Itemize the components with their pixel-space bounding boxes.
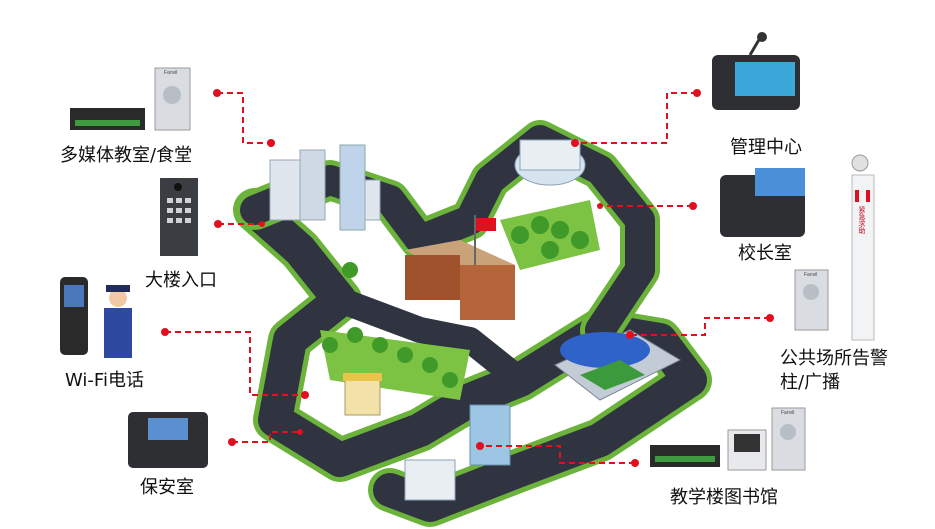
teaching-buildings bbox=[404, 404, 511, 501]
admin-center bbox=[514, 139, 586, 186]
video-intercom-right bbox=[727, 429, 767, 471]
intercom-panel-right bbox=[771, 407, 806, 471]
label-wifi-phone: Wi-Fi电话 bbox=[65, 370, 144, 391]
security-guard bbox=[104, 285, 132, 358]
connectors bbox=[165, 92, 770, 464]
label-teaching-library: 教学楼图书馆 bbox=[670, 487, 778, 508]
apartment-towers bbox=[269, 144, 381, 231]
label-public-alarm-line1: 公共场所告警 bbox=[780, 348, 888, 369]
label-multimedia-classroom: 多媒体教室/食堂 bbox=[60, 145, 193, 166]
connector-dots bbox=[161, 89, 774, 467]
desk-phone-principal bbox=[720, 168, 805, 237]
intercom-panel-public bbox=[794, 269, 829, 331]
intercom-panel-top bbox=[154, 67, 191, 131]
audio-gateway-left bbox=[70, 108, 145, 130]
label-security-room: 保安室 bbox=[140, 477, 194, 498]
device-brand-right-intercom: Fanvil bbox=[781, 410, 795, 416]
audio-gateway-right bbox=[650, 445, 720, 467]
alarm-pillar bbox=[851, 154, 875, 341]
security-booth bbox=[343, 373, 382, 416]
label-building-entrance: 大楼入口 bbox=[145, 270, 217, 291]
stadium bbox=[554, 329, 682, 401]
desk-phone-security bbox=[128, 412, 208, 468]
devices bbox=[60, 32, 875, 471]
label-principal-office: 校长室 bbox=[738, 243, 792, 264]
pillar-emergency-text: 紧急求助 bbox=[858, 206, 866, 234]
door-intercom bbox=[160, 178, 198, 256]
wifi-phone bbox=[60, 277, 88, 355]
main-hall bbox=[405, 215, 515, 320]
buildings bbox=[269, 139, 682, 501]
device-brand-top-intercom: Fanvil bbox=[164, 70, 178, 76]
label-public-alarm-line2: 柱/广播 bbox=[780, 372, 841, 393]
device-brand-public-intercom: Fanvil bbox=[804, 272, 818, 278]
label-management-center: 管理中心 bbox=[730, 137, 802, 158]
desk-phone-management bbox=[712, 32, 800, 110]
